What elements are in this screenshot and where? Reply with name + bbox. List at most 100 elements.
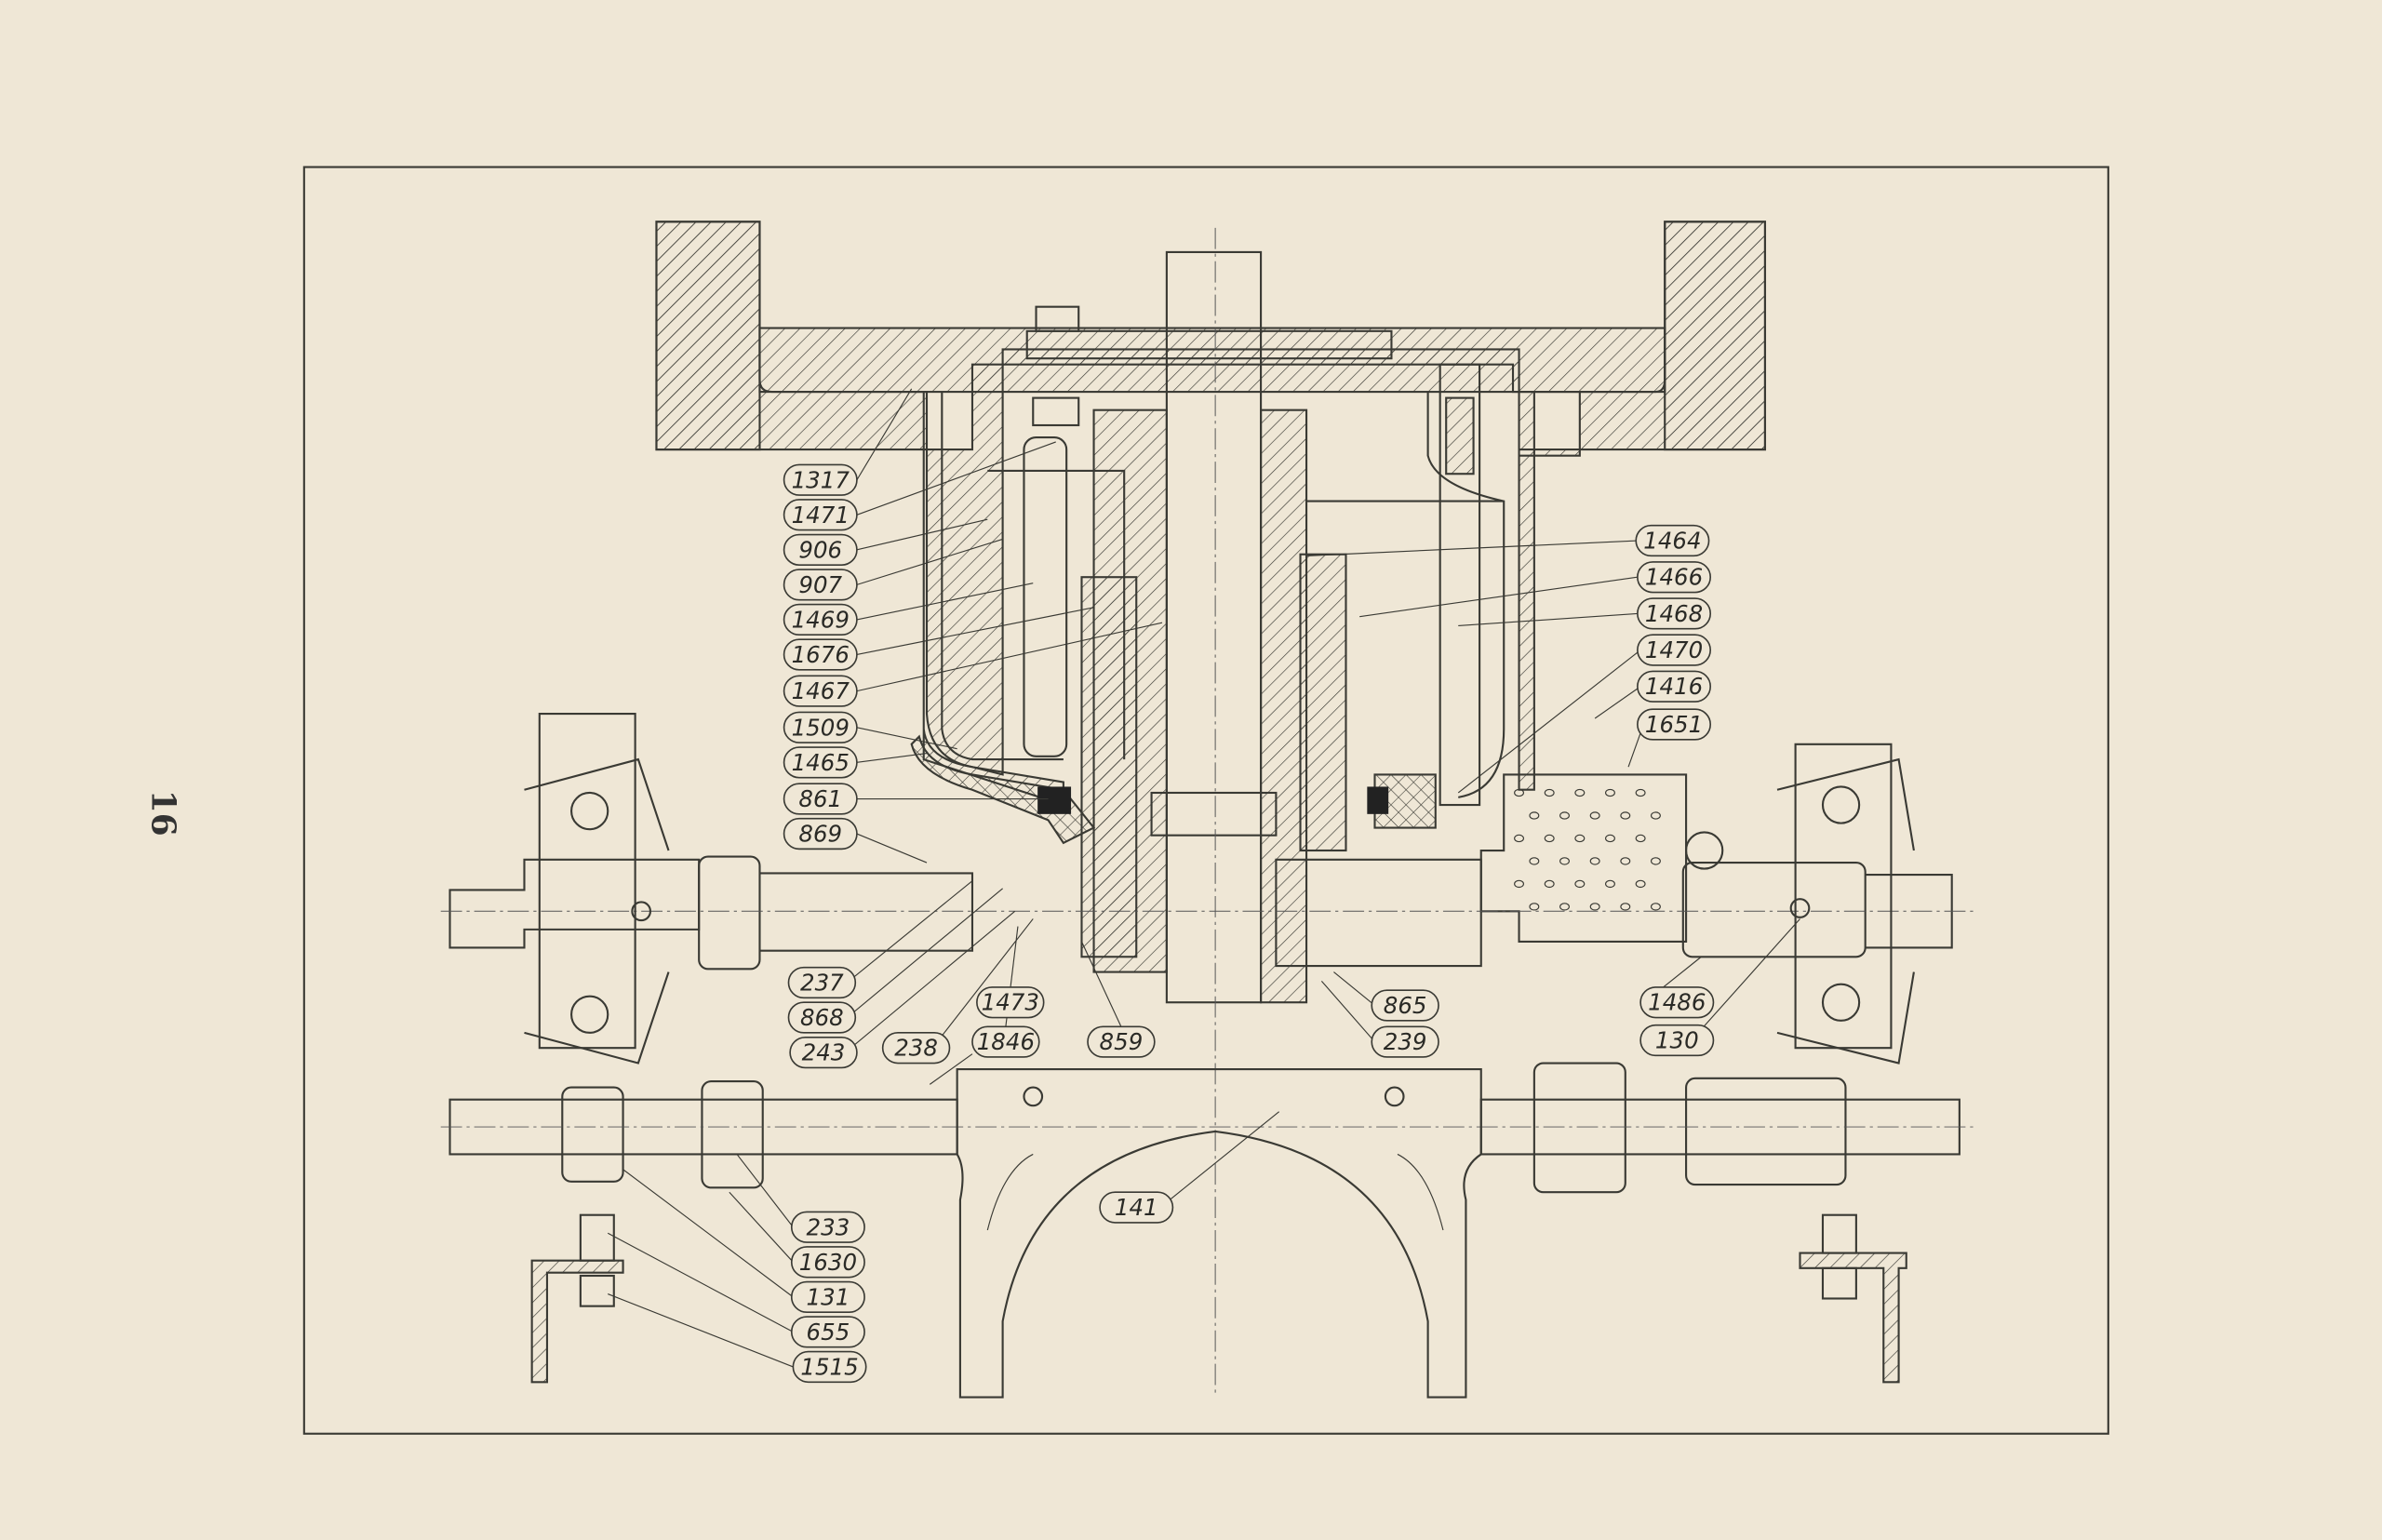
callout-237: 237 — [787, 966, 857, 999]
plate-hole — [1589, 811, 1600, 820]
plate-hole — [1620, 811, 1631, 820]
svg-text:865: 865 — [1384, 992, 1427, 1019]
svg-text:1676: 1676 — [792, 641, 850, 668]
svg-text:1466: 1466 — [1645, 564, 1703, 591]
svg-text:237: 237 — [800, 970, 844, 997]
callout-238: 238 — [881, 1032, 951, 1065]
plate-hole — [1514, 788, 1525, 797]
plate-hole — [1620, 857, 1631, 865]
plate-hole — [1559, 857, 1570, 865]
svg-text:1317: 1317 — [792, 466, 850, 493]
plate-hole — [1544, 788, 1555, 797]
svg-text:1467: 1467 — [792, 677, 850, 704]
callout-1651: 1651 — [1637, 708, 1712, 741]
svg-text:907: 907 — [798, 571, 842, 598]
plate-hole — [1635, 834, 1646, 843]
callout-1467: 1467 — [783, 675, 858, 707]
svg-text:655: 655 — [807, 1319, 850, 1346]
plate-hole — [1559, 903, 1570, 911]
svg-text:233: 233 — [807, 1213, 850, 1240]
svg-text:861: 861 — [798, 785, 842, 812]
callout-141: 141 — [1099, 1191, 1174, 1224]
svg-text:238: 238 — [894, 1035, 938, 1062]
leader-lines — [607, 388, 1800, 1368]
callouts-left-column: 1317 1471 906 907 1469 1676 1467 1509 14… — [783, 463, 858, 850]
shift-rod-lower — [440, 1062, 1975, 1384]
svg-text:1509: 1509 — [792, 714, 850, 741]
callout-1416: 1416 — [1637, 670, 1712, 703]
shift-fork-141 — [956, 1067, 1482, 1399]
svg-text:1416: 1416 — [1645, 673, 1703, 700]
callout-859: 859 — [1087, 1025, 1156, 1058]
callout-1468: 1468 — [1637, 597, 1712, 630]
plate-hole — [1605, 879, 1615, 889]
plate-holes — [1514, 788, 1661, 911]
plate-hole — [1574, 879, 1586, 889]
top-casting — [655, 221, 1767, 791]
svg-text:1465: 1465 — [792, 749, 850, 776]
svg-text:868: 868 — [800, 1004, 844, 1031]
svg-text:239: 239 — [1384, 1028, 1427, 1055]
callout-865: 865 — [1371, 989, 1439, 1022]
plate-hole — [1650, 857, 1661, 865]
callout-239: 239 — [1371, 1025, 1439, 1058]
plate-hole — [1635, 879, 1646, 889]
callout-655: 655 — [790, 1316, 865, 1348]
callout-1465: 1465 — [783, 746, 858, 779]
svg-text:243: 243 — [802, 1039, 846, 1066]
callout-1317: 1317 — [783, 463, 858, 496]
plate-hole — [1544, 879, 1555, 889]
svg-text:859: 859 — [1100, 1028, 1144, 1055]
svg-text:869: 869 — [798, 821, 842, 848]
plate-hole — [1635, 788, 1646, 797]
svg-text:1846: 1846 — [977, 1028, 1035, 1055]
plate-hole — [1514, 834, 1525, 843]
callouts-lower-left: 237 868 243 238 1846 1473 859 865 239 — [787, 966, 1439, 1069]
plate-hole — [1605, 834, 1615, 843]
callout-1464: 1464 — [1635, 524, 1710, 557]
svg-text:1468: 1468 — [1645, 600, 1703, 627]
callouts-bottom-left: 233 1630 131 655 1515 — [790, 1211, 867, 1384]
svg-text:141: 141 — [1115, 1194, 1158, 1221]
callout-1846: 1846 — [971, 1025, 1040, 1058]
callout-869: 869 — [783, 817, 858, 850]
svg-text:1471: 1471 — [792, 502, 850, 529]
plate-hole — [1529, 903, 1540, 911]
springs — [1080, 553, 1347, 958]
svg-text:1515: 1515 — [800, 1353, 858, 1380]
callouts-right-column: 1464 1466 1468 1470 1416 1651 1486 130 — [1635, 524, 1715, 1057]
plate-hole — [1514, 879, 1525, 889]
callout-1471: 1471 — [783, 499, 858, 531]
svg-text:1473: 1473 — [982, 989, 1039, 1016]
plate-hole — [1574, 834, 1586, 843]
plate-hole — [1544, 834, 1555, 843]
callout-1470: 1470 — [1637, 634, 1712, 666]
callout-1515: 1515 — [792, 1350, 867, 1384]
callout-1630: 1630 — [790, 1246, 865, 1279]
svg-text:131: 131 — [807, 1283, 850, 1310]
plate-hole — [1650, 903, 1661, 911]
drawing-frame — [302, 166, 2109, 1435]
svg-text:1630: 1630 — [799, 1249, 857, 1276]
shift-rod-upper — [440, 713, 1975, 1065]
svg-text:1469: 1469 — [792, 606, 850, 633]
svg-text:1486: 1486 — [1648, 989, 1706, 1016]
callout-1509: 1509 — [783, 711, 858, 743]
callout-243: 243 — [789, 1036, 858, 1069]
plate-hole — [1589, 857, 1600, 865]
svg-text:1470: 1470 — [1645, 636, 1703, 663]
callout-1466: 1466 — [1637, 561, 1712, 594]
callout-1469: 1469 — [783, 603, 858, 636]
callout-868: 868 — [787, 1001, 857, 1034]
plate-hole — [1650, 811, 1661, 820]
callout-1473: 1473 — [976, 986, 1045, 1019]
plate-hole — [1574, 788, 1586, 797]
callout-1486: 1486 — [1639, 986, 1715, 1019]
page-number: 16 — [144, 790, 183, 837]
svg-text:130: 130 — [1655, 1027, 1699, 1054]
svg-text:906: 906 — [798, 536, 842, 563]
callout-233: 233 — [790, 1211, 865, 1243]
callout-906: 906 — [783, 533, 858, 566]
svg-text:1651: 1651 — [1645, 711, 1703, 738]
